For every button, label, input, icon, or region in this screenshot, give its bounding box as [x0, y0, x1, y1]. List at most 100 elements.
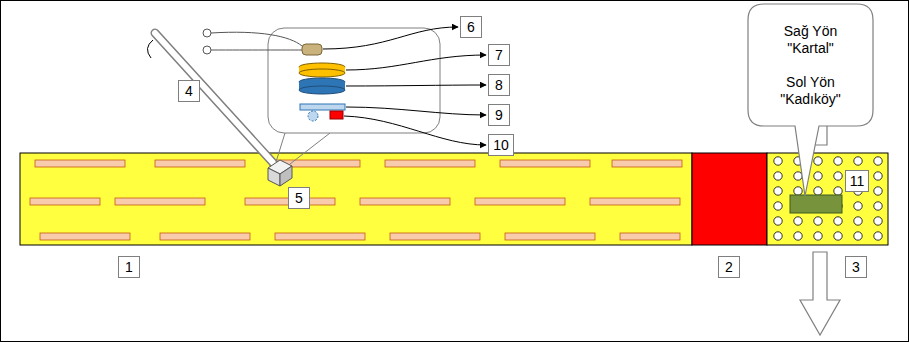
tag-plate — [790, 195, 842, 213]
warning-area — [767, 153, 888, 245]
warning-dot — [874, 172, 882, 180]
warning-dots — [774, 157, 882, 240]
earphone-wire — [211, 50, 302, 51]
warning-dot — [774, 172, 782, 180]
callout-number: 10 — [488, 134, 514, 156]
warning-dot — [854, 202, 862, 210]
callout-number: 3 — [845, 256, 867, 278]
callout-number: 11 — [845, 170, 869, 192]
leader-arrow — [344, 116, 486, 145]
callout-number-text: 4 — [185, 83, 193, 99]
callout-number: 9 — [488, 104, 510, 126]
guide-strips — [30, 160, 682, 240]
cane — [155, 33, 276, 166]
battery-disc — [299, 69, 345, 77]
callout-number: 8 — [488, 74, 510, 96]
callout-number-text: 7 — [495, 47, 503, 63]
guide-strip — [390, 233, 480, 240]
speaker — [302, 44, 322, 55]
warning-dot — [794, 217, 802, 225]
earphone — [203, 29, 211, 37]
callout-number: 7 — [488, 44, 510, 66]
warning-dot — [874, 232, 882, 240]
cane-handle — [147, 40, 153, 58]
bubble-outline — [748, 4, 873, 196]
gear — [308, 111, 318, 121]
guide-strip — [30, 198, 100, 205]
warning-dot — [774, 217, 782, 225]
callout-number-text: 9 — [495, 107, 503, 123]
warning-dot — [774, 202, 782, 210]
earphone-wire — [211, 32, 302, 46]
warning-dot — [814, 172, 822, 180]
callout-number: 2 — [718, 256, 740, 278]
warning-dot — [834, 172, 842, 180]
warning-dot — [814, 217, 822, 225]
warning-dot — [834, 187, 842, 195]
warning-dot — [874, 157, 882, 165]
direction-arrow — [800, 252, 840, 335]
leader-arrow — [323, 27, 458, 49]
earphone — [203, 46, 211, 54]
callout-number: 6 — [460, 16, 482, 38]
warning-dot — [814, 187, 822, 195]
warning-dot — [834, 157, 842, 165]
inset-callout — [268, 28, 440, 133]
rfid-chip — [330, 111, 343, 119]
speech-bubble: Sağ Yön "Kartal" Sol Yön "Kadıköy" — [748, 4, 873, 126]
callout-number: 1 — [118, 256, 140, 278]
stop-band — [692, 153, 767, 245]
warning-dot — [794, 232, 802, 240]
guide-strip — [590, 198, 680, 205]
callout-number-text: 6 — [467, 19, 475, 35]
warning-dot — [874, 187, 882, 195]
warning-dot — [774, 157, 782, 165]
warning-dot — [814, 157, 822, 165]
warning-dot — [854, 157, 862, 165]
guide-strip — [385, 160, 475, 167]
leader-arrow — [346, 85, 486, 86]
callout-number-text: 11 — [850, 173, 865, 189]
guide-strip — [620, 233, 680, 240]
guide-strip — [612, 160, 682, 167]
callout-number: 4 — [178, 80, 200, 102]
callout-number-text: 1 — [125, 259, 133, 275]
guide-strip — [505, 233, 595, 240]
callout-number-text: 3 — [852, 259, 860, 275]
callout-number-text: 8 — [495, 77, 503, 93]
cane-tip — [268, 168, 280, 186]
warning-dot — [834, 232, 842, 240]
inset-leader — [290, 133, 330, 164]
guide-strip — [500, 160, 590, 167]
guide-strip — [475, 198, 565, 205]
direction-text: Sol Yön "Kadıköy" — [771, 74, 851, 108]
blue-disc — [299, 86, 345, 94]
guide-strip — [155, 160, 245, 167]
callout-number-text: 10 — [493, 137, 509, 153]
warning-dot — [794, 187, 802, 195]
warning-dot — [774, 187, 782, 195]
guide-strip — [160, 233, 250, 240]
guide-strip — [115, 198, 205, 205]
bubble-outline — [748, 4, 873, 126]
callout-number: 5 — [288, 187, 310, 209]
direction-text: Sağ Yön "Kartal" — [771, 23, 851, 57]
guide-strip — [275, 233, 365, 240]
warning-dot — [854, 232, 862, 240]
inset-leader — [276, 133, 285, 162]
callout-number-text: 5 — [295, 190, 303, 206]
warning-dot — [774, 232, 782, 240]
guide-strip — [360, 198, 450, 205]
leader-arrow — [346, 55, 486, 70]
guide-path — [20, 153, 692, 245]
circuit-board — [300, 104, 345, 110]
warning-dot — [814, 232, 822, 240]
warning-dot — [854, 217, 862, 225]
guide-strip — [40, 233, 130, 240]
cane — [155, 33, 276, 166]
warning-dot — [794, 172, 802, 180]
callout-number-text: 2 — [725, 259, 733, 275]
cane-tip — [280, 166, 292, 186]
